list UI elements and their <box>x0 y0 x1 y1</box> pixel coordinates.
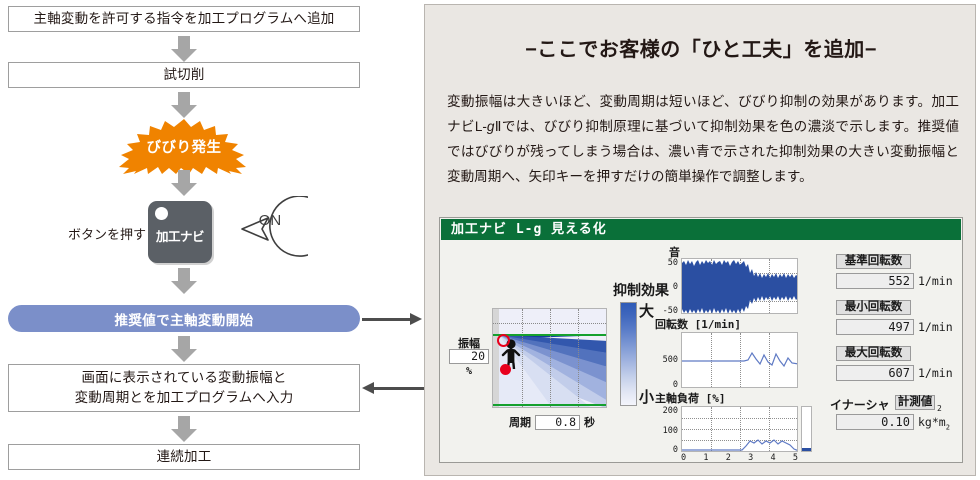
flow-step-input-values: 画面に表示されている変動振幅と 変動周期とを加工プログラムへ入力 <box>8 364 360 412</box>
connector-arrow-to-screen <box>362 313 424 325</box>
load-ytick-1: 100 <box>662 426 678 436</box>
connector-arrow-from-screen <box>362 382 424 394</box>
field-label-base-speed: 基準回転数 <box>836 254 911 269</box>
period-value[interactable]: 0.8 <box>535 414 580 430</box>
flow-step-start-variation: 推奨値で主軸変動開始 <box>8 305 360 332</box>
map-gridline-v2 <box>550 309 551 407</box>
field-label-inertia: イナーシャ <box>830 398 890 412</box>
flow-step-trial-cut: 試切削 <box>8 62 360 88</box>
press-button-label: ボタンを押す <box>67 227 146 242</box>
field-badge-inertia: 計測値 <box>895 395 935 410</box>
marker-current-point <box>497 334 510 347</box>
flow-arrow-3 <box>171 170 197 196</box>
machine-screen: 加工ナビ L-g 見える化 <box>439 217 963 463</box>
period-row: 周期 0.8 秒 <box>492 414 612 430</box>
flow-arrow-2 <box>171 92 197 118</box>
field-label-max-speed: 最大回転数 <box>836 346 911 361</box>
on-callout-label: ON <box>258 212 282 229</box>
flow-step-label: 試切削 <box>163 67 205 83</box>
field-unit-base-speed: 1/min <box>918 274 953 288</box>
amplitude-unit: % <box>465 366 473 377</box>
legend-title: 抑制効果 <box>613 282 669 298</box>
rotation-ytick-0: 500 <box>662 355 678 365</box>
on-callout: ON <box>208 195 331 262</box>
marker-reference-point <box>500 364 511 375</box>
field-value-base-speed[interactable]: 552 <box>836 273 914 289</box>
panel-body-part1: 変動振幅は大きいほど、変動周期は短いほど、びびり抑制の効果があります。加工ナビL… <box>447 94 959 135</box>
graph-sound <box>681 258 798 314</box>
panel-title: −ここでお客様の「ひと工夫」を追加− <box>525 39 877 61</box>
field-unit-inertia: kg*m2 <box>918 415 950 431</box>
map-gridline-h1 <box>493 323 606 324</box>
amplitude-value[interactable]: 20 <box>449 349 489 364</box>
load-bar-indicator <box>801 406 812 452</box>
graph-rotation <box>681 332 798 388</box>
graph-label-rotation: 回転数 [1/min] <box>655 318 741 331</box>
load-xtick-5: 5 <box>792 453 798 463</box>
map-gridline-v1 <box>522 309 523 407</box>
flow-step-label: 連続加工 <box>156 449 212 465</box>
navi-button[interactable]: 加工ナビ <box>148 201 212 263</box>
field-value-max-speed[interactable]: 607 <box>836 365 914 381</box>
callout-bubble-shape <box>241 195 331 257</box>
flow-step-add-command: 主軸変動を許可する指令を加工プログラムへ追加 <box>8 6 360 32</box>
panel-body-part2: Ⅱでは、びびり抑制原理に基づいて抑制効果を色の濃淡で示します。推奨値ではびびりが… <box>447 119 959 185</box>
load-xaxis-ticks: 0 1 2 3 4 5 <box>681 453 798 465</box>
field-value-inertia[interactable]: 0.10 <box>836 414 914 430</box>
field-unit-max-speed: 1/min <box>918 366 953 380</box>
chatter-burst-label: びびり発生 <box>146 139 222 156</box>
flow-arrow-5 <box>171 336 197 362</box>
field-unit-inertia-text: kg*m <box>918 415 946 429</box>
sound-ytick-2: -50 <box>662 306 678 316</box>
field-unit-min-speed: 1/min <box>918 320 953 334</box>
load-ytick-0: 200 <box>662 406 678 416</box>
load-xtick-3: 3 <box>748 453 754 463</box>
period-unit: 秒 <box>584 416 595 429</box>
flow-arrow-1 <box>171 36 197 62</box>
flow-step-label: 主軸変動を許可する指令を加工プログラムへ追加 <box>33 11 335 27</box>
flow-step-label-line1: 画面に表示されている変動振幅と <box>81 370 287 386</box>
flow-arrow-6 <box>171 416 197 442</box>
burst-shape <box>119 119 246 174</box>
explanation-panel: −ここでお客様の「ひと工夫」を追加− 変動振幅は大きいほど、変動周期は短いほど、… <box>424 4 976 476</box>
process-flowchart: 主軸変動を許可する指令を加工プログラムへ追加 試切削 びびり発生 ボタンを押す … <box>0 0 420 480</box>
map-green-line-top <box>493 334 606 336</box>
graph-label-load: 主軸負荷 [%] <box>655 392 726 405</box>
sound-ytick-0: 50 <box>667 258 678 268</box>
graph-label-sound: 音 <box>669 246 680 259</box>
flow-step-label-line2: 変動周期とを加工プログラムへ入力 <box>74 390 294 405</box>
load-xtick-4: 4 <box>770 453 776 463</box>
screen-title-bar: 加工ナビ L-g 見える化 <box>441 219 961 240</box>
sound-ytick-1: 0 <box>672 282 678 292</box>
legend-low-label: 小 <box>639 389 655 406</box>
amplitude-label: 振幅 <box>458 337 480 350</box>
field-badge-inertia-exp: 2 <box>937 404 942 413</box>
field-label-min-speed: 最小回転数 <box>836 300 911 315</box>
flow-step-continuous: 連続加工 <box>8 444 360 470</box>
navi-button-label: 加工ナビ <box>155 230 205 244</box>
flow-arrow-4 <box>171 268 197 294</box>
legend-high-label: 大 <box>639 303 655 320</box>
graph-load <box>681 406 798 452</box>
map-gridline-v3 <box>578 309 579 407</box>
chatter-burst: びびり発生 <box>96 118 272 174</box>
led-indicator-icon <box>155 207 168 220</box>
load-xtick-0: 0 <box>681 453 687 463</box>
load-xtick-2: 2 <box>725 453 731 463</box>
flow-step-label: 推奨値で主軸変動開始 <box>114 312 254 328</box>
map-green-line-bottom <box>493 404 606 406</box>
panel-body-italic: g <box>486 119 495 135</box>
panel-body-text: 変動振幅は大きいほど、変動周期は短いほど、びびり抑制の効果があります。加工ナビL… <box>447 89 959 190</box>
period-label: 周期 <box>509 416 531 429</box>
field-value-min-speed[interactable]: 497 <box>836 319 914 335</box>
load-xtick-1: 1 <box>703 453 709 463</box>
field-unit-inertia-exp: 2 <box>945 423 950 432</box>
load-ytick-2: 0 <box>672 445 678 455</box>
legend-color-bar <box>620 302 637 406</box>
rotation-ytick-1: 0 <box>672 380 678 390</box>
